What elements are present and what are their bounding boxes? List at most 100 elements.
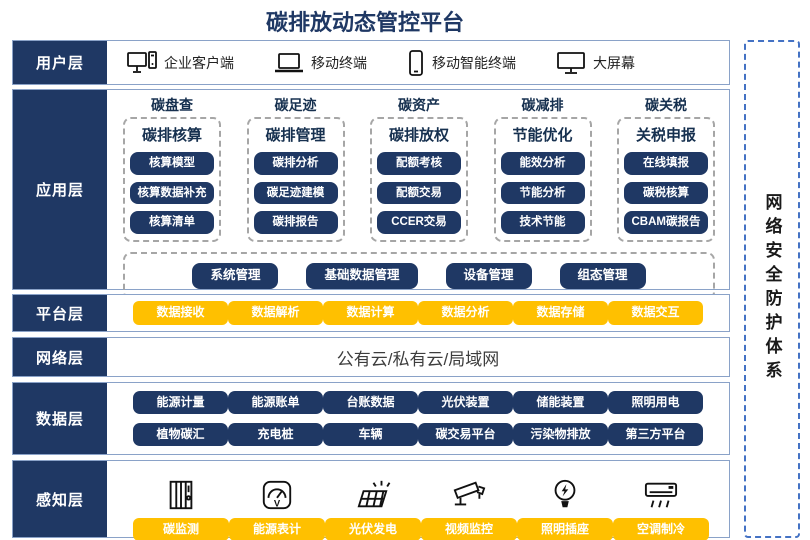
- app-module-button: 碳税核算: [624, 181, 708, 205]
- user-item-laptop: 移动终端: [274, 51, 367, 75]
- user-item-smartphone: 移动智能终端: [407, 49, 516, 76]
- app-column-carbon-inventory: 碳盘查 碳排核算 核算模型 核算数据补充 核算清单: [123, 94, 221, 242]
- app-column-subtitle: 关税申报: [635, 127, 696, 144]
- perception-label-button: 碳监测: [133, 517, 229, 540]
- page-title: 碳排放动态管控平台: [265, 10, 464, 35]
- user-item-big-screen: 大屏幕: [556, 51, 635, 75]
- perception-layer-content: 碳监测 V 能源表计: [107, 461, 729, 540]
- data-source-button: 台账数据: [323, 390, 418, 414]
- user-item-label: 移动智能终端: [432, 54, 516, 71]
- data-source-button: 储能装置: [513, 390, 608, 414]
- app-column-box: 碳排管理 碳排分析 碳足迹建模 碳排报告: [246, 117, 345, 242]
- app-column-carbon-tariff: 碳关税 关税申报 在线填报 碳税核算 CBAM碳报告: [617, 94, 715, 242]
- laptop-icon: [274, 51, 304, 75]
- platform-module-button: 数据解析: [228, 301, 323, 325]
- app-column-title: 碳减排: [521, 97, 564, 113]
- platform-layer-label: 平台层: [13, 295, 107, 331]
- common-module-button: 基础数据管理: [306, 263, 418, 289]
- app-column-carbon-footprint: 碳足迹 碳排管理 碳排分析 碳足迹建模 碳排报告: [246, 94, 345, 242]
- platform-layer: 平台层 数据接收 数据解析 数据计算 数据分析 数据存储 数据交互: [12, 294, 730, 332]
- perception-label-button: 空调制冷: [613, 517, 709, 540]
- user-item-label: 移动终端: [311, 54, 367, 71]
- big-screen-icon: [556, 51, 586, 75]
- cctv-camera-icon: [450, 478, 488, 512]
- app-module-button: 核算数据补充: [130, 181, 214, 205]
- platform-module-button: 数据存储: [513, 301, 608, 325]
- data-source-button: 能源账单: [228, 390, 323, 414]
- app-common-box: 系统管理 基础数据管理 设备管理 组态管理: [123, 251, 715, 300]
- app-module-button: 技术节能: [500, 211, 585, 234]
- data-source-button: 碳交易平台: [418, 423, 513, 447]
- solar-pv-icon: [354, 478, 392, 512]
- svg-text:V: V: [274, 498, 281, 509]
- user-layer-content: 企业客户端 移动终端: [107, 41, 729, 84]
- app-module-button: 节能分析: [500, 181, 585, 205]
- app-column-subtitle: 碳排核算: [141, 127, 202, 144]
- app-column-subtitle: 碳排放权: [388, 127, 449, 144]
- app-column-box: 关税申报 在线填报 碳税核算 CBAM碳报告: [617, 117, 715, 242]
- perception-item-energy-meter: V 能源表计: [229, 478, 325, 540]
- app-column-box: 节能优化 能效分析 节能分析 技术节能: [493, 117, 592, 242]
- app-column-box: 碳排放权 配额考核 配额交易 CCER交易: [370, 117, 468, 242]
- platform-module-button: 数据接收: [133, 301, 228, 325]
- app-module-button: 配额交易: [377, 181, 461, 205]
- app-column-carbon-asset: 碳资产 碳排放权 配额考核 配额交易 CCER交易: [370, 94, 468, 242]
- perception-label-button: 光伏发电: [325, 517, 421, 540]
- perception-item-cctv: 视频监控: [421, 478, 517, 540]
- app-column-title: 碳关税: [645, 97, 687, 113]
- app-column-title: 碳足迹: [274, 97, 317, 113]
- app-module-button: CBAM碳报告: [624, 211, 708, 234]
- common-module-button: 设备管理: [445, 263, 532, 289]
- app-module-button: 配额考核: [377, 152, 461, 175]
- perception-item-lighting: 照明插座: [517, 478, 613, 540]
- desktop-client-icon: [127, 50, 157, 75]
- application-layer-content: 碳盘查 碳排核算 核算模型 核算数据补充 核算清单 碳足迹 碳排管理 碳排分析 …: [107, 90, 729, 300]
- data-layer-content: 能源计量 能源账单 台账数据 光伏装置 储能装置 照明用电 植物碳汇 充电桩 车…: [107, 383, 729, 454]
- perception-item-carbon-monitor: 碳监测: [133, 478, 229, 540]
- app-module-button: 核算清单: [130, 211, 214, 234]
- app-module-button: 碳排分析: [253, 152, 338, 175]
- data-source-button: 车辆: [323, 423, 418, 447]
- user-item-label: 企业客户端: [164, 54, 234, 71]
- app-column-carbon-reduction: 碳减排 节能优化 能效分析 节能分析 技术节能: [493, 94, 592, 242]
- platform-module-button: 数据计算: [323, 301, 418, 325]
- app-column-subtitle: 节能优化: [512, 127, 573, 144]
- platform-layer-content: 数据接收 数据解析 数据计算 数据分析 数据存储 数据交互: [107, 295, 729, 331]
- perception-label-button: 照明插座: [517, 517, 613, 540]
- perception-item-solar-pv: 光伏发电: [325, 478, 421, 540]
- data-row: 能源计量 能源账单 台账数据 光伏装置 储能装置 照明用电: [133, 390, 703, 414]
- data-layer: 数据层 能源计量 能源账单 台账数据 光伏装置 储能装置 照明用电 植物碳汇 充…: [12, 382, 730, 455]
- network-layer: 网络层 公有云/私有云/局域网: [12, 337, 730, 377]
- network-cloud-text: 公有云/私有云/局域网: [336, 349, 500, 369]
- network-layer-content: 公有云/私有云/局域网: [107, 338, 729, 376]
- app-column-title: 碳资产: [398, 97, 440, 113]
- application-layer-label: 应用层: [13, 90, 107, 289]
- security-box-label: 网络安全防护体系: [762, 193, 782, 385]
- perception-layer: 感知层 碳监测: [12, 460, 730, 540]
- app-column-title: 碳盘查: [151, 97, 193, 113]
- platform-module-button: 数据分析: [418, 301, 513, 325]
- app-column-subtitle: 碳排管理: [265, 127, 326, 144]
- data-source-button: 植物碳汇: [133, 423, 228, 447]
- network-layer-label: 网络层: [13, 338, 107, 376]
- data-source-button: 污染物排放: [513, 423, 608, 447]
- data-source-button: 能源计量: [133, 390, 228, 414]
- app-module-button: CCER交易: [377, 211, 461, 234]
- data-source-button: 光伏装置: [418, 390, 513, 414]
- user-item-label: 大屏幕: [593, 54, 635, 71]
- security-box: 网络安全防护体系: [744, 40, 800, 538]
- light-bulb-icon: [550, 478, 580, 512]
- platform-module-button: 数据交互: [608, 301, 703, 325]
- data-layer-label: 数据层: [13, 383, 107, 454]
- user-item-desktop-client: 企业客户端: [127, 50, 234, 75]
- common-module-button: 组态管理: [559, 263, 646, 289]
- data-source-button: 第三方平台: [608, 423, 703, 447]
- perception-label-button: 能源表计: [229, 517, 325, 540]
- user-layer-label: 用户层: [13, 41, 107, 84]
- perception-item-air-conditioner: 空调制冷: [613, 478, 709, 540]
- app-module-button: 在线填报: [624, 152, 708, 175]
- app-module-button: 能效分析: [500, 152, 585, 175]
- energy-meter-icon: V: [260, 478, 294, 512]
- app-module-button: 碳排报告: [253, 211, 338, 234]
